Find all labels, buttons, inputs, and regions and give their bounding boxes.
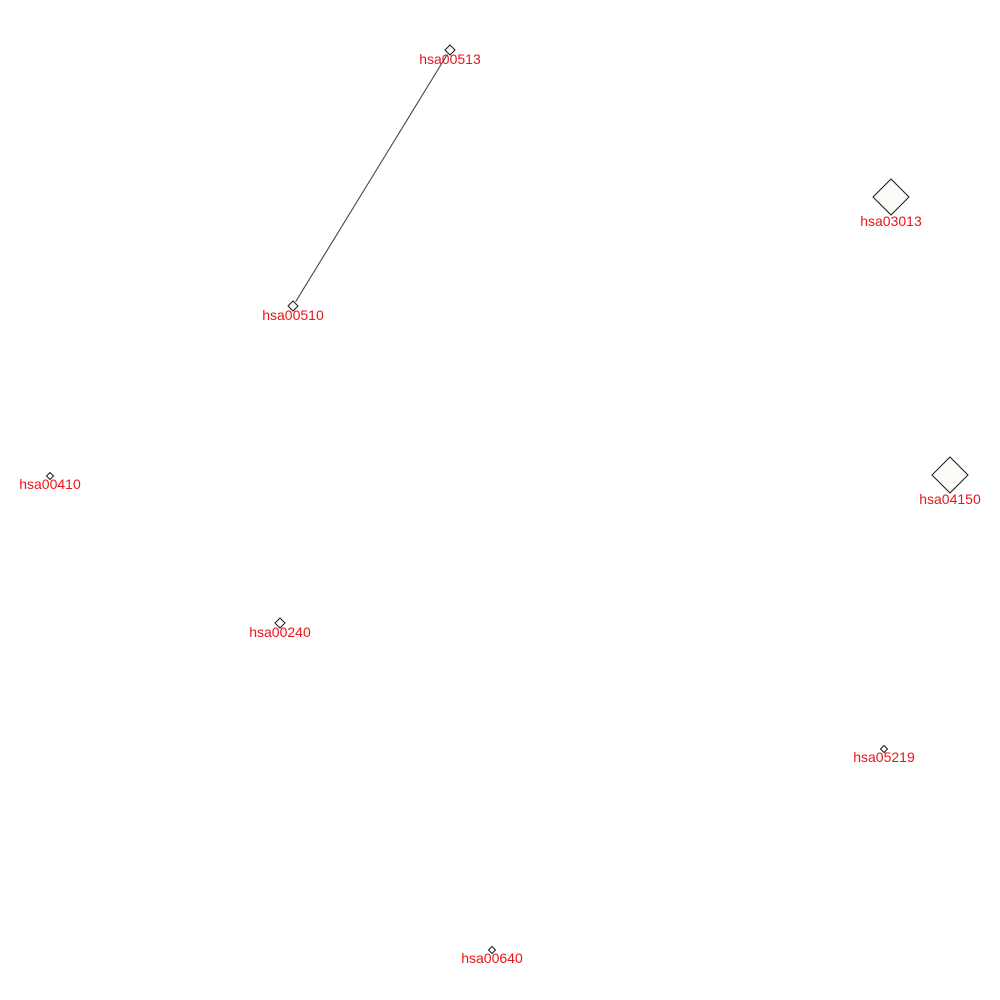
node-label: hsa00240 <box>249 624 311 640</box>
node-hsa03013: hsa03013 <box>860 178 922 229</box>
node-diamond <box>872 178 910 216</box>
node-label: hsa05219 <box>853 749 915 765</box>
node-hsa00240: hsa00240 <box>249 617 311 640</box>
node-hsa00410: hsa00410 <box>19 471 81 492</box>
node-hsa05219: hsa05219 <box>853 744 915 765</box>
edges-layer <box>295 53 448 303</box>
node-label: hsa00640 <box>461 950 523 966</box>
node-diamond <box>287 300 299 312</box>
node-diamond <box>879 744 889 754</box>
edge-hsa00513-hsa00510 <box>295 53 448 303</box>
node-diamond <box>444 44 456 56</box>
node-label: hsa03013 <box>860 213 922 229</box>
node-label: hsa00513 <box>419 51 481 67</box>
node-diamond <box>931 456 969 494</box>
nodes-layer: hsa00513 hsa03013 hsa00510 hsa00410 hsa04150… <box>19 44 981 966</box>
node-diamond <box>274 617 286 629</box>
node-label: hsa00510 <box>262 307 324 323</box>
node-label: hsa00410 <box>19 476 81 492</box>
node-hsa04150: hsa04150 <box>919 456 981 507</box>
node-hsa00510: hsa00510 <box>262 300 324 323</box>
node-hsa00513: hsa00513 <box>419 44 481 67</box>
node-diamond <box>487 945 497 955</box>
node-diamond <box>45 471 55 481</box>
node-hsa00640: hsa00640 <box>461 945 523 966</box>
node-label: hsa04150 <box>919 491 981 507</box>
